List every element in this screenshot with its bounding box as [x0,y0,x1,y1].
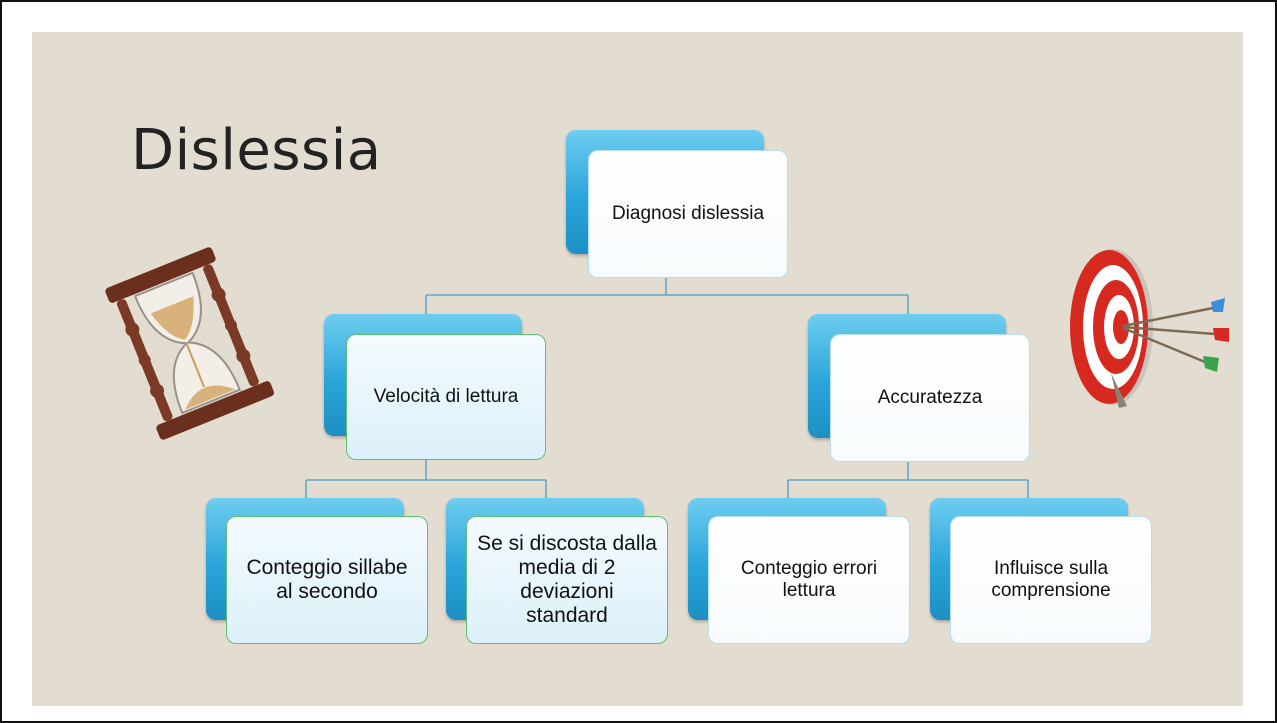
node-deviazioni-standard: Se si discosta dalla media di 2 deviazio… [446,498,668,644]
node-label: Influisce sulla comprensione [950,516,1152,644]
node-conteggio-errori: Conteggio errori lettura [688,498,910,644]
hourglass-icon [105,247,274,440]
node-label: Velocità di lettura [346,334,546,460]
node-label: Conteggio errori lettura [708,516,910,644]
slide-title: Dislessia [131,118,382,183]
node-velocita-lettura: Velocità di lettura [324,314,546,460]
target-with-arrows-icon [1070,249,1229,408]
node-label: Conteggio sillabe al secondo [226,516,428,644]
node-accuratezza: Accuratezza [808,314,1030,462]
node-diagnosi-dislessia: Diagnosi dislessia [566,130,788,278]
node-label: Accuratezza [830,334,1030,462]
node-conteggio-sillabe: Conteggio sillabe al secondo [206,498,428,644]
node-label: Diagnosi dislessia [588,150,788,278]
node-label: Se si discosta dalla media di 2 deviazio… [466,516,668,644]
node-influisce-comprensione: Influisce sulla comprensione [930,498,1152,644]
